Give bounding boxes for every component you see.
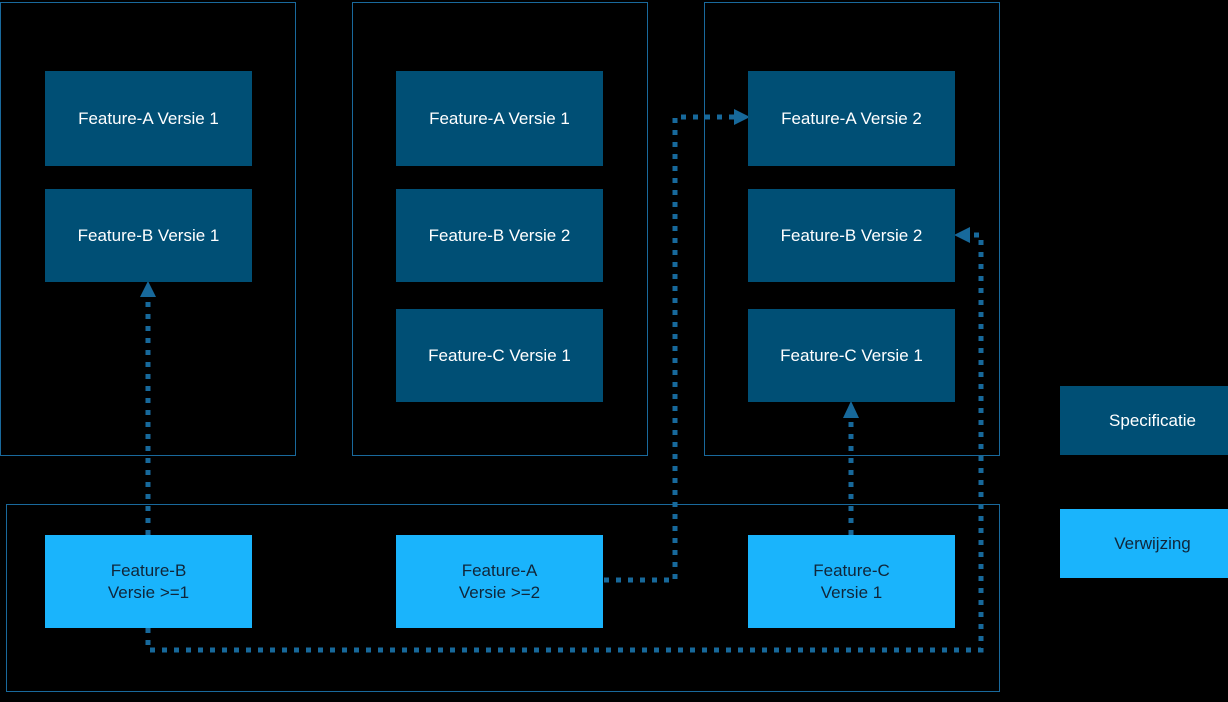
legend-specificatie: Specificatie (1060, 386, 1228, 455)
node-left-feature-a-versie-1[interactable]: Feature-A Versie 1 (45, 71, 252, 166)
node-mid-feature-b-versie-2[interactable]: Feature-B Versie 2 (396, 189, 603, 282)
node-right-feature-b-versie-2[interactable]: Feature-B Versie 2 (748, 189, 955, 282)
node-ref-feature-b-versie-ge-1[interactable]: Feature-B Versie >=1 (45, 535, 252, 628)
node-ref-feature-a-versie-ge-2[interactable]: Feature-A Versie >=2 (396, 535, 603, 628)
node-mid-feature-a-versie-1[interactable]: Feature-A Versie 1 (396, 71, 603, 166)
node-left-feature-b-versie-1[interactable]: Feature-B Versie 1 (45, 189, 252, 282)
node-right-feature-c-versie-1[interactable]: Feature-C Versie 1 (748, 309, 955, 402)
node-ref-feature-c-versie-1[interactable]: Feature-C Versie 1 (748, 535, 955, 628)
node-right-feature-a-versie-2[interactable]: Feature-A Versie 2 (748, 71, 955, 166)
node-mid-feature-c-versie-1[interactable]: Feature-C Versie 1 (396, 309, 603, 402)
legend-verwijzing: Verwijzing (1060, 509, 1228, 578)
